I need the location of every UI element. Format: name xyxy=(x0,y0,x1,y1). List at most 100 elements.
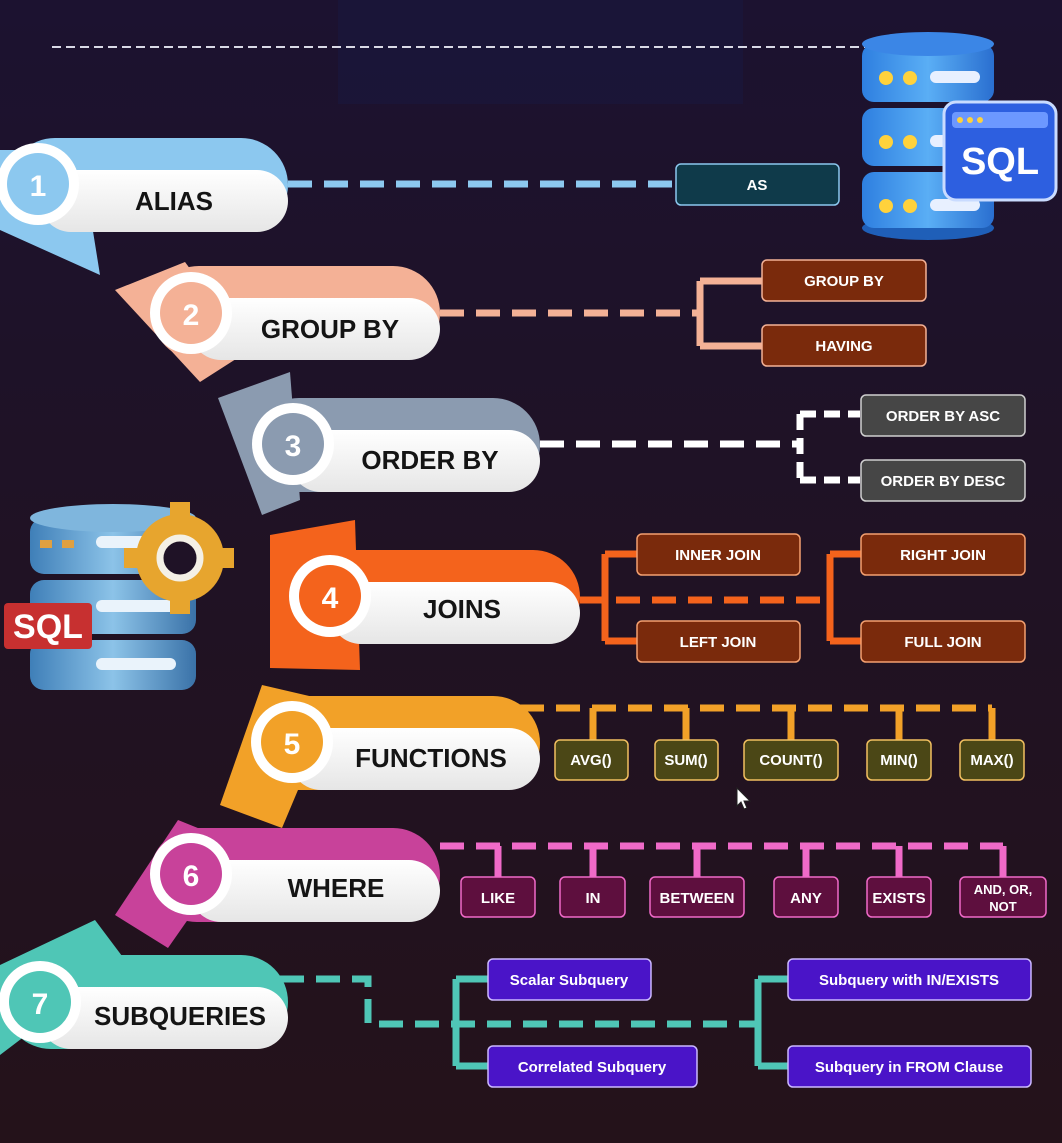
connector-subqueries xyxy=(280,975,758,1028)
db-cylinder-top xyxy=(862,44,994,102)
box-subquery-from-clause-label: Subquery in FROM Clause xyxy=(815,1059,1003,1076)
step-subqueries-number: 7 xyxy=(32,988,49,1021)
box-max-label: MAX() xyxy=(970,752,1013,769)
box-in-label: IN xyxy=(586,890,601,907)
gear-tooth xyxy=(170,598,190,614)
db-dot xyxy=(903,71,917,85)
step-joins-label: JOINS xyxy=(423,594,501,624)
db-dot xyxy=(879,199,893,213)
box-exists xyxy=(866,876,932,918)
connector-subqueries-left-branch xyxy=(452,975,488,1070)
box-any xyxy=(773,876,839,918)
server-light xyxy=(62,540,74,548)
step-group-by-badge xyxy=(160,282,222,344)
gear-hole xyxy=(160,538,200,578)
step-functions: 5 FUNCTIONS xyxy=(251,696,540,790)
step-functions-number: 5 xyxy=(284,728,301,761)
box-right-join xyxy=(860,533,1026,576)
box-group-by xyxy=(761,259,927,302)
step-subqueries-pill xyxy=(40,987,288,1049)
step-functions-pill xyxy=(290,728,540,790)
box-inner-join xyxy=(636,533,801,576)
box-as-label: AS xyxy=(747,177,768,194)
step-order-by-number: 3 xyxy=(285,430,302,463)
step-order-by-pill xyxy=(290,430,540,492)
box-like-label: LIKE xyxy=(481,890,515,907)
box-avg-label: AVG() xyxy=(570,752,611,769)
step-subqueries-badge xyxy=(9,971,71,1033)
box-not-label: NOT xyxy=(989,899,1017,914)
connector-group-by-branch xyxy=(696,277,762,350)
box-subquery-in-exists xyxy=(787,958,1032,1001)
server-slot xyxy=(96,658,176,670)
db-slot xyxy=(930,199,980,211)
gear-hole-ring xyxy=(156,534,204,582)
db-slot xyxy=(930,71,980,83)
box-count xyxy=(743,739,839,781)
step-order-by: 3 ORDER BY xyxy=(252,398,540,492)
box-left-join xyxy=(636,620,801,663)
step-where-number: 6 xyxy=(183,860,200,893)
gear-tooth xyxy=(170,502,190,518)
box-right-join-label: RIGHT JOIN xyxy=(900,547,986,564)
sql-logo-top: SQL xyxy=(961,141,1039,183)
box-sum-label: SUM() xyxy=(664,752,707,769)
step-subqueries: 7 SUBQUERIES xyxy=(0,955,288,1049)
box-avg xyxy=(554,739,629,781)
box-min-label: MIN() xyxy=(880,752,918,769)
step-order-by-label: ORDER BY xyxy=(361,445,498,475)
db-dot xyxy=(879,135,893,149)
sql-window-bar xyxy=(952,112,1048,128)
box-and-or-not xyxy=(959,876,1047,918)
connector-joins-left-branch xyxy=(601,550,637,645)
box-min xyxy=(866,739,932,781)
db-dot xyxy=(903,135,917,149)
box-order-by-desc-label: ORDER BY DESC xyxy=(881,473,1006,490)
sql-logo-left: SQL xyxy=(13,608,83,646)
db-cylinder-lid xyxy=(862,32,994,56)
step-group-by-pill xyxy=(190,298,440,360)
box-in xyxy=(559,876,626,918)
database-icon: SQL xyxy=(862,32,1058,240)
step-joins: 4 JOINS xyxy=(289,550,580,644)
step-group-by-label: GROUP BY xyxy=(261,314,399,344)
box-left-join-label: LEFT JOIN xyxy=(680,634,757,651)
box-correlated-subquery-label: Correlated Subquery xyxy=(518,1059,667,1076)
box-order-by-desc xyxy=(860,459,1026,502)
db-dot xyxy=(903,199,917,213)
mouse-pointer-icon xyxy=(736,786,752,810)
box-scalar-subquery xyxy=(487,958,652,1001)
gear-tooth xyxy=(220,548,234,568)
step-where-badge xyxy=(160,843,222,905)
box-order-by-asc xyxy=(860,394,1026,437)
box-subquery-from-clause xyxy=(787,1045,1032,1088)
step-alias-number: 1 xyxy=(30,170,47,203)
box-group-by-label: GROUP BY xyxy=(804,273,884,290)
box-sum xyxy=(654,739,719,781)
connector-subqueries-right-branch xyxy=(754,975,788,1070)
step-alias-label: ALIAS xyxy=(135,186,213,216)
step-joins-pill xyxy=(330,582,580,644)
box-between-label: BETWEEN xyxy=(660,890,735,907)
gear-icon xyxy=(124,502,234,614)
box-having-label: HAVING xyxy=(815,338,872,355)
step-where-pill xyxy=(190,860,440,922)
box-as xyxy=(675,163,840,206)
connector-joins-right-branch xyxy=(826,550,861,645)
step-joins-number: 4 xyxy=(322,582,339,615)
box-subquery-in-exists-label: Subquery with IN/EXISTS xyxy=(819,972,999,989)
step-alias-badge xyxy=(7,153,69,215)
box-count-label: COUNT() xyxy=(759,752,822,769)
step-functions-badge xyxy=(261,711,323,773)
connector-order-by-branch xyxy=(796,410,860,484)
box-full-join-label: FULL JOIN xyxy=(904,634,981,651)
header-shade xyxy=(338,0,743,104)
box-any-label: ANY xyxy=(790,890,822,907)
step-joins-badge xyxy=(299,565,361,627)
connector-functions-drops xyxy=(589,708,996,740)
box-correlated-subquery xyxy=(487,1045,698,1088)
step-group-by: 2 GROUP BY xyxy=(150,266,440,360)
box-between xyxy=(649,876,745,918)
box-inner-join-label: INNER JOIN xyxy=(675,547,761,564)
